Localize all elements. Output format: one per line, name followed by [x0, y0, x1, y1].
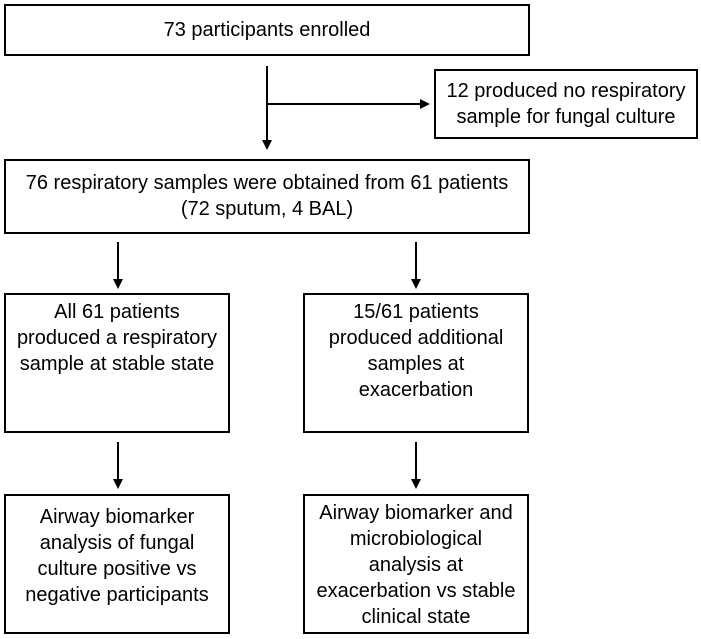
exacerbation-group-text: 15/61 patients produced additional sampl…	[328, 301, 504, 401]
samples-box: 76 respiratory samples were obtained fro…	[4, 159, 530, 234]
stable-group-text: All 61 patients produced a respiratory s…	[16, 301, 218, 375]
exacerbation-group-box: 15/61 patients produced additional sampl…	[303, 293, 529, 433]
exacerbation-analysis-text: Airway biomarker and microbiological ana…	[316, 502, 516, 628]
excluded-box: 12 produced no respiratory sample for fu…	[434, 69, 698, 139]
enrolled-box: 73 participants enrolled	[4, 4, 530, 56]
stable-analysis-box: Airway biomarker analysis of fungal cult…	[4, 494, 230, 634]
excluded-text: 12 produced no respiratory sample for fu…	[446, 80, 686, 128]
stable-group-box: All 61 patients produced a respiratory s…	[4, 293, 230, 433]
stable-analysis-text: Airway biomarker analysis of fungal cult…	[25, 506, 209, 606]
enrolled-text: 73 participants enrolled	[163, 19, 371, 41]
exacerbation-analysis-box: Airway biomarker and microbiological ana…	[303, 494, 529, 634]
samples-text: 76 respiratory samples were obtained fro…	[25, 172, 509, 220]
